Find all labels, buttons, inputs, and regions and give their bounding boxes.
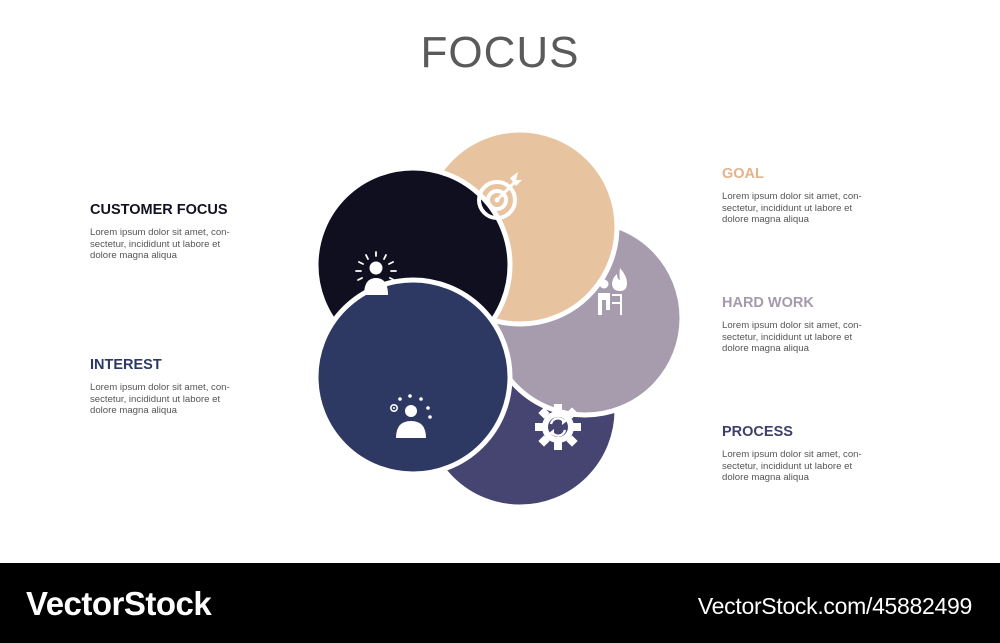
goal-text: Lorem ipsum dolor sit amet, con- sectetu… <box>722 191 897 226</box>
process-text: Lorem ipsum dolor sit amet, con- sectetu… <box>722 449 897 484</box>
interest-heading: INTEREST <box>90 357 162 373</box>
text-line: sectetur, incididunt ut labore et <box>722 460 853 472</box>
text-line: Lorem ipsum dolor sit amet, con- <box>90 227 230 238</box>
juggling-person-icon <box>389 394 432 438</box>
text-line: Lorem ipsum dolor sit amet, con- <box>722 320 862 331</box>
brand-logo: VectorStock <box>26 585 212 622</box>
page-title: FOCUS <box>420 28 580 77</box>
text-line: sectetur, incididunt ut labore et <box>90 238 221 250</box>
customer-focus-heading: CUSTOMER FOCUS <box>90 202 228 218</box>
text-line: dolore magna aliqua <box>90 250 177 262</box>
text-line: Lorem ipsum dolor sit amet, con- <box>722 449 862 460</box>
text-line: dolore magna aliqua <box>722 472 809 484</box>
stock-url: VectorStock.com/45882499 <box>697 593 972 619</box>
interest-block: INTEREST Lorem ipsum dolor sit amet, con… <box>90 357 265 417</box>
headlight-person-icon <box>355 251 397 295</box>
hard-work-text: Lorem ipsum dolor sit amet, con- sectetu… <box>722 320 897 355</box>
text-line: dolore magna aliqua <box>90 405 177 417</box>
gear-cycle-icon <box>535 404 581 450</box>
hard-work-heading: HARD WORK <box>722 295 814 311</box>
text-line: sectetur, incididunt ut labore et <box>722 331 853 343</box>
text-line: Lorem ipsum dolor sit amet, con- <box>90 382 230 393</box>
interest-petal <box>313 277 513 477</box>
text-line: sectetur, incididunt ut labore et <box>722 202 853 214</box>
text-line: Lorem ipsum dolor sit amet, con- <box>722 191 862 202</box>
footer-bar: VectorStock VectorStock.com/45882499 <box>0 563 1000 643</box>
text-line: dolore magna aliqua <box>722 214 809 226</box>
burnout-person-icon <box>598 268 627 315</box>
customer-focus-text: Lorem ipsum dolor sit amet, con- sectetu… <box>90 227 265 262</box>
text-line: sectetur, incididunt ut labore et <box>90 393 221 405</box>
text-line: dolore magna aliqua <box>722 343 809 355</box>
hard-work-block: HARD WORK Lorem ipsum dolor sit amet, co… <box>722 295 897 355</box>
process-heading: PROCESS <box>722 424 793 440</box>
interest-text: Lorem ipsum dolor sit amet, con- sectetu… <box>90 382 265 417</box>
target-arrow-icon <box>477 172 522 220</box>
process-block: PROCESS Lorem ipsum dolor sit amet, con-… <box>722 424 897 484</box>
customer-focus-block: CUSTOMER FOCUS Lorem ipsum dolor sit ame… <box>90 202 265 262</box>
goal-heading: GOAL <box>722 166 764 182</box>
goal-block: GOAL Lorem ipsum dolor sit amet, con- se… <box>722 166 897 226</box>
focus-petal-diagram <box>313 127 685 510</box>
